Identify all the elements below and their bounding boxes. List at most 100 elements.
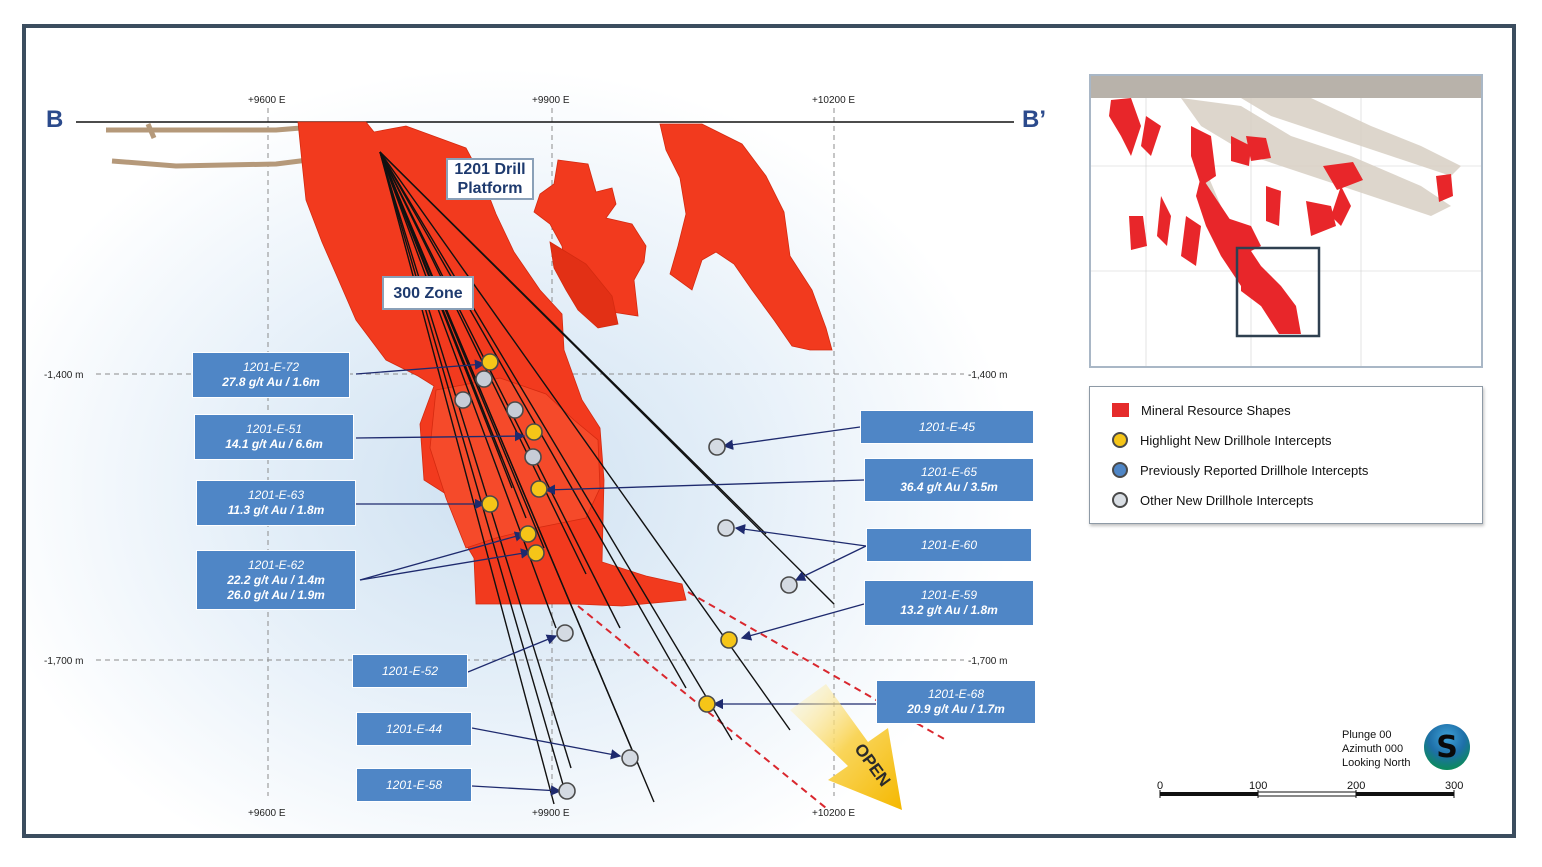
zone-300-label: 300 Zone [382,276,474,310]
intercept-highlight-e65 [530,480,548,498]
callout-1201-e-65: 1201-E-65 36.4 g/t Au / 3.5m [864,458,1034,502]
elevation-label-left-1700: -1,700 m [44,656,83,667]
callout-grade-2: 26.0 g/t Au / 1.9m [227,587,325,602]
callout-1201-e-68: 1201-E-68 20.9 g/t Au / 1.7m [876,680,1036,724]
easting-label-bottom-9600: +9600 E [248,808,286,819]
elevation-label-left-1400: -1,400 m [44,370,83,381]
callout-1201-e-51: 1201-E-51 14.1 g/t Au / 6.6m [194,414,354,460]
scale-tick-100: 100 [1249,780,1268,792]
cross-section-diagram: OPEN +9600 E +9900 E +10200 E +9600 [44,95,1014,819]
legend-label: Previously Reported Drillhole Intercepts [1140,462,1369,478]
callout-1201-e-72: 1201-E-72 27.8 g/t Au / 1.6m [192,352,350,398]
callout-id: 1201-E-58 [385,777,443,792]
scale-tick-0: 0 [1157,780,1164,792]
callout-1201-e-59: 1201-E-59 13.2 g/t Au / 1.8m [864,580,1034,626]
drillhole-traces [379,151,835,805]
callout-grade: 27.8 g/t Au / 1.6m [222,375,320,389]
view-direction-text: Looking North [1342,757,1411,769]
callout-1201-e-58: 1201-E-58 [356,768,472,802]
intercept-other-e58 [558,782,576,800]
azimuth-text: Azimuth 000 [1342,743,1404,755]
easting-label-bottom-9900: +9900 E [532,808,570,819]
intercept-highlight-e62-b [527,544,545,562]
plunge-text: Plunge 00 [1342,729,1392,741]
callout-grade: 36.4 g/t Au / 3.5m [900,480,998,494]
callout-id: 1201-E-59 [920,588,978,602]
drill-platform-label-line1: 1201 Drill [454,161,526,178]
intercept-highlight-e51 [525,423,543,441]
inset-long-section [1089,74,1483,368]
company-logo: S [1424,724,1470,770]
scale-bar [1159,790,1455,798]
intercept-highlight-e62-a [519,525,537,543]
easting-label-bottom-10200: +10200 E [812,808,855,819]
grey-circle-icon [1112,492,1128,508]
resource-shape-middle-lower [549,241,619,329]
callout-id: 1201-E-52 [381,663,439,678]
intercept-other [475,370,493,388]
callout-1201-e-45: 1201-E-45 [860,410,1034,444]
callout-id: 1201-E-60 [920,537,978,552]
intercept-other-e45 [708,438,726,456]
callout-grade: 14.1 g/t Au / 6.6m [225,437,323,451]
easting-label-top-9900: +9900 E [532,95,570,106]
intercept-highlight-e68 [698,695,716,713]
legend-label: Other New Drillhole Intercepts [1140,492,1314,508]
callout-1201-e-52: 1201-E-52 [352,654,468,688]
callout-id: 1201-E-62 [247,557,305,572]
intercept-other [454,391,472,409]
figure-frame: OPEN +9600 E +9900 E +10200 E +9600 [22,24,1516,838]
scale-tick-300: 300 [1445,780,1464,792]
drillhole-intercepts [454,353,798,800]
callout-id: 1201-E-45 [918,419,976,434]
intercept-other [506,401,524,419]
resource-shape-east [659,123,833,351]
intercept-other-e52 [556,624,574,642]
intercept-highlight-e59 [720,631,738,649]
callout-id: 1201-E-44 [385,721,443,736]
callout-id: 1201-E-68 [927,687,985,701]
inset-section-box [1235,246,1321,338]
red-square-icon [1112,403,1129,417]
elevation-label-right-1400: -1,400 m [968,370,1007,381]
callout-1201-e-63: 1201-E-63 11.3 g/t Au / 1.8m [196,480,356,526]
elevation-label-right-1700: -1,700 m [968,656,1007,667]
callout-1201-e-44: 1201-E-44 [356,712,472,746]
legend-label: Highlight New Drillhole Intercepts [1140,432,1332,448]
intercept-other [524,448,542,466]
intercept-other-e60-a [717,519,735,537]
callout-id: 1201-E-72 [242,360,300,374]
easting-label-top-10200: +10200 E [812,95,855,106]
callout-id: 1201-E-51 [245,422,303,436]
open-arrow [790,684,902,810]
callout-1201-e-60: 1201-E-60 [866,528,1032,562]
legend-item-other: Other New Drillhole Intercepts [1112,489,1313,511]
callout-grade: 20.9 g/t Au / 1.7m [907,702,1005,716]
drill-platform-label: 1201 Drill Platform [446,158,534,200]
intercept-other-e44 [621,749,639,767]
drill-platform-label-line2: Platform [457,180,523,197]
callout-grade: 22.2 g/t Au / 1.4m [227,572,325,587]
inset-long-section-graphic [1091,76,1481,366]
callout-grade: 11.3 g/t Au / 1.8m [227,503,325,517]
callout-id: 1201-E-63 [247,488,305,502]
easting-label-top-9600: +9600 E [248,95,286,106]
blue-circle-icon [1112,462,1128,478]
yellow-circle-icon [1112,432,1128,448]
legend-item-highlight: Highlight New Drillhole Intercepts [1112,429,1331,451]
callout-leader-lines [355,359,876,796]
section-start-label: B [46,106,64,133]
callout-grade: 13.2 g/t Au / 1.8m [900,603,998,617]
legend: Mineral Resource Shapes Highlight New Dr… [1089,386,1483,524]
callout-id: 1201-E-65 [920,465,978,479]
mineral-resource-shapes [297,121,833,607]
view-orientation: Plunge 00 Azimuth 000 Looking North [1342,728,1411,770]
legend-item-previous: Previously Reported Drillhole Intercepts [1112,459,1368,481]
section-end-label: B’ [1022,106,1046,133]
intercept-highlight-e63 [481,495,499,513]
resource-shape-middle [533,159,647,317]
scale-tick-200: 200 [1347,780,1366,792]
callout-1201-e-62: 1201-E-62 22.2 g/t Au / 1.4m 26.0 g/t Au… [196,550,356,610]
logo-letter: S [1436,729,1458,765]
legend-label: Mineral Resource Shapes [1141,402,1291,418]
